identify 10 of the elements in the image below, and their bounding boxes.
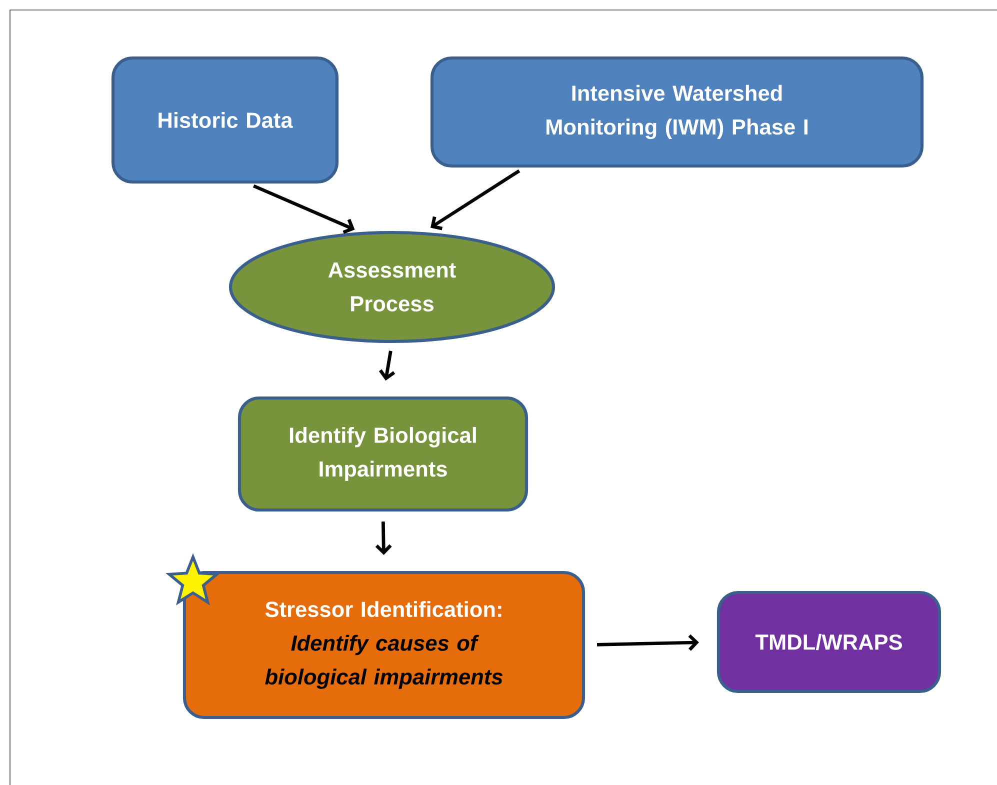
process-box: TMDL/WRAPS	[716, 590, 942, 694]
arrow	[430, 169, 520, 230]
process-box: Historic Data	[111, 56, 339, 184]
arrow	[597, 634, 699, 651]
arrow	[378, 350, 396, 381]
process-box: Intensive Watershed Monitoring (IWM) Phase I	[430, 56, 924, 168]
arrow	[252, 184, 355, 234]
arrow	[375, 522, 392, 555]
process-box: Stressor Identification: Identify causes of biological impairments	[182, 570, 586, 720]
process-box: Identify Biological Impairments	[238, 396, 528, 512]
